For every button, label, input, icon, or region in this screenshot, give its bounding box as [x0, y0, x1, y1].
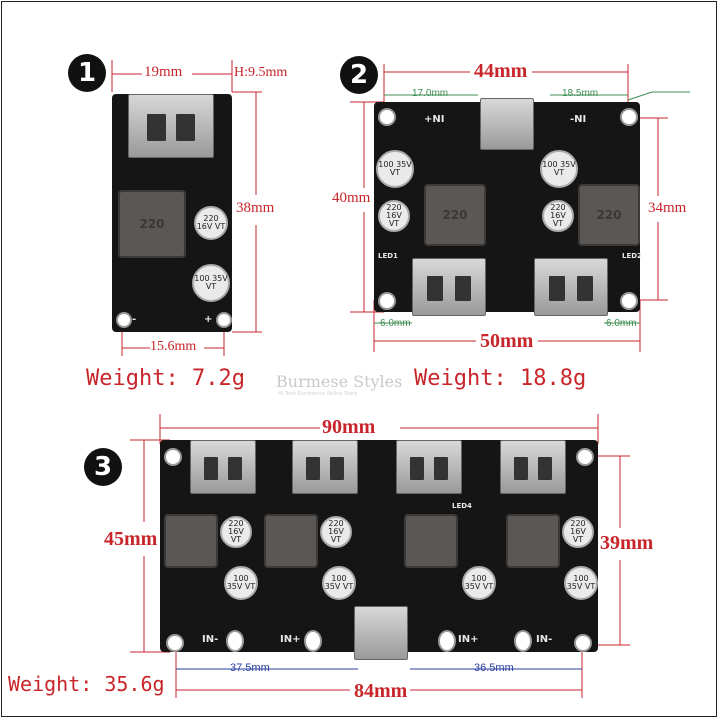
module-2-input-port — [480, 98, 534, 150]
module-3-width-label: 90mm — [322, 416, 376, 438]
module-2-bottom-left-offset: 6.0mm — [380, 318, 411, 329]
module-2-right-offset-label: 18.5mm — [562, 88, 599, 99]
module-2-input-plus-label: +NI — [424, 114, 445, 125]
module-1-plus-label: + — [204, 314, 213, 325]
module-1-length-label: 38mm — [236, 200, 275, 216]
module-3-capacitor-4: 100 35V VT — [224, 566, 258, 600]
module-2-weight: Weight: 18.8g — [414, 366, 587, 391]
module-2-led1-label: LED1 — [378, 252, 398, 260]
module-2-capacitor-3: 220 16V VT — [378, 200, 410, 232]
module-3-capacitor-6: 100 35V VT — [462, 566, 496, 600]
module-3-capacitor-5: 100 35V VT — [322, 566, 356, 600]
module-2-board: +NI -NI 100 35V VT 100 35V VT 220 16V VT… — [374, 98, 642, 316]
module-3-capacitor-2: 220 16V VT — [320, 516, 352, 548]
module-3-height-label: 45mm — [104, 528, 158, 550]
module-2-input-minus-label: -NI — [570, 114, 587, 125]
module-1-height-note: H:9.5mm — [234, 65, 288, 80]
module-3-capacitor-3: 220 16V VT — [562, 516, 594, 548]
module-2-mount-hole — [378, 108, 396, 126]
module-1-mount-hole — [216, 312, 232, 328]
module-2-mount-hole — [620, 108, 638, 126]
module-3-bottom-label: 84mm — [354, 680, 408, 702]
module-1-inductor: 220 — [118, 190, 186, 258]
module-3-usb-port-3 — [396, 440, 462, 494]
watermark-subtitle: Hi Tech Electronics Online Store — [278, 391, 358, 397]
module-3-bottom-right-label: 36.5mm — [474, 662, 514, 674]
module-2-badge: 2 — [340, 56, 378, 94]
module-3-inductor-2 — [264, 514, 318, 568]
module-2-mount-hole — [378, 292, 396, 310]
module-1-badge: 1 — [68, 54, 106, 92]
module-1-capacitor-1: 220 16V VT — [194, 206, 228, 240]
module-1-minus-label: - — [132, 314, 137, 325]
module-2-capacitor-1: 100 35V VT — [376, 150, 414, 188]
module-3-in-minus-2-label: IN- — [536, 634, 553, 645]
module-3-inductor-3 — [404, 514, 458, 568]
module-3-hole-spacing-label: 39mm — [600, 532, 654, 554]
module-1-usb-port — [128, 94, 214, 158]
module-3-in-plus-2-label: IN+ — [458, 634, 479, 645]
module-2-inductor-1: 220 — [424, 184, 486, 246]
module-1-board: 220 220 16V VT 100 35V VT - + — [112, 94, 232, 332]
module-3-in-minus-1-label: IN- — [202, 634, 219, 645]
module-3-inductor-1 — [164, 514, 218, 568]
watermark-title: Burmese Styles — [276, 372, 403, 391]
module-3-input-pad — [304, 630, 322, 652]
module-2-mount-hole — [620, 292, 638, 310]
module-2-capacitor-4: 220 16V VT — [542, 200, 574, 232]
module-2-led2-label: LED2 — [622, 252, 642, 260]
module-3-mount-hole — [574, 634, 592, 652]
module-3-mount-hole — [166, 634, 184, 652]
module-2-capacitor-2: 100 35V VT — [540, 150, 578, 188]
module-2-bottom-label: 50mm — [480, 330, 534, 352]
module-2-hole-spacing-label: 34mm — [648, 200, 687, 216]
module-3-led-label: LED4 — [452, 502, 472, 510]
module-3-mount-hole — [164, 448, 182, 466]
module-3-board: 220 16V VT 220 16V VT 220 16V VT 100 35V… — [160, 440, 598, 660]
module-2-left-offset-label: 17.0mm — [412, 88, 449, 99]
module-2-inductor-2: 220 — [578, 184, 640, 246]
module-3-weight: Weight: 35.6g — [8, 672, 165, 696]
module-3-usb-port-4 — [500, 440, 566, 494]
module-1-mount-hole — [116, 312, 132, 328]
module-1-bottom-label: 15.6mm — [150, 339, 197, 354]
module-3-inductor-4 — [506, 514, 560, 568]
module-3-input-pad — [514, 630, 532, 652]
module-3-capacitor-7: 100 35V VT — [564, 566, 598, 600]
module-3-in-plus-1-label: IN+ — [280, 634, 301, 645]
module-1-width-label: 19mm — [144, 64, 183, 80]
module-2-bottom-right-offset: 6.0mm — [606, 318, 637, 329]
module-2-usb-port-2 — [534, 258, 608, 316]
module-2-width-label: 44mm — [474, 60, 528, 82]
module-3-input-pad — [226, 630, 244, 652]
module-3-capacitor-1: 220 16V VT — [220, 516, 252, 548]
module-2-height-label: 40mm — [332, 190, 371, 206]
module-3-input-port — [354, 606, 408, 660]
module-3-usb-port-1 — [190, 440, 256, 494]
module-1-capacitor-2: 100 35V VT — [192, 264, 230, 302]
module-2-usb-port-1 — [412, 258, 486, 316]
module-3-input-pad — [438, 630, 456, 652]
module-3-badge: 3 — [84, 448, 122, 486]
module-3-mount-hole — [576, 448, 594, 466]
module-3-bottom-left-label: 37.5mm — [230, 662, 270, 674]
module-1-weight: Weight: 7.2g — [86, 366, 245, 391]
module-3-usb-port-2 — [292, 440, 358, 494]
